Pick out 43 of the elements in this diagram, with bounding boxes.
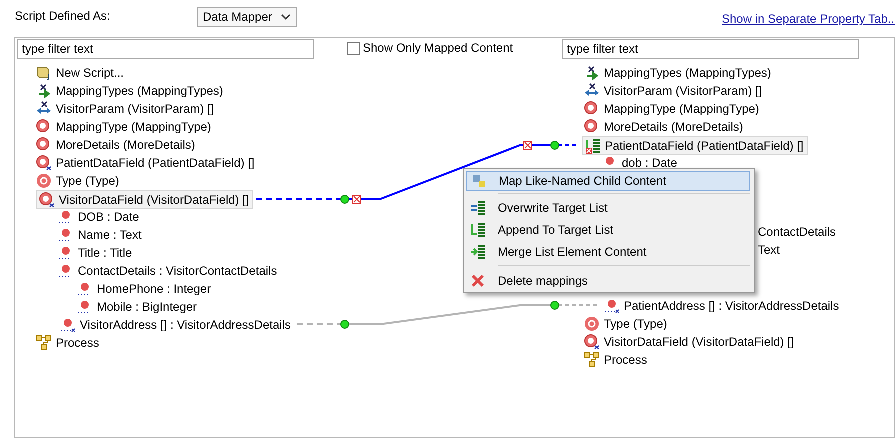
menu-item: Delete mappings [498,274,588,288]
mapping-line [256,144,578,200]
selected-tree-item [36,190,254,209]
tree-item-label: MappingTypes (MappingTypes) [56,84,224,98]
tree-item-label: MappingType (MappingType) [604,102,760,116]
tree-item-label: MappingTypes (MappingTypes) [604,66,772,80]
tree-item-label: ContactDetails [758,225,836,239]
link: Show in Separate Property Tab... [722,12,895,26]
menu-item: Map Like-Named Child Content [499,174,666,188]
tree-item-label: PatientDataField (PatientDataField) [] [56,156,255,170]
tree-item-label: Type (Type) [56,174,120,188]
selected-tree-item [582,136,808,155]
tree-item-label: MappingType (MappingType) [56,120,212,134]
dropdown: Data Mapper [197,7,298,27]
tree-item-label: VisitorDataField (VisitorDataField) [] [604,334,794,348]
tree-item-label: Type (Type) [604,316,668,330]
tree-item-label: MoreDetails (MoreDetails) [604,120,744,134]
filter-field: type filter text [17,39,314,59]
tree-item-label: VisitorParam (VisitorParam) [] [56,102,214,116]
tree-item-label: DOB : Date [78,210,140,224]
tree-item-label: Process [56,336,100,350]
tree-item-label: VisitorDataField (VisitorDataField) [] [59,192,250,206]
checkbox-label: Show Only Mapped Content [363,41,514,55]
tree-item-label: VisitorParam (VisitorParam) [] [604,84,762,98]
tree-item-label: Text [758,243,780,257]
menu-item: Append To Target List [498,223,614,237]
tree-item-label: HomePhone : Integer [97,282,212,296]
menu-item: Overwrite Target List [498,201,608,215]
tree-item-label: PatientDataField (PatientDataField) [] [605,138,804,152]
tree-item-label: dob : Date [622,156,678,170]
field-label: Script Defined As: [15,9,110,23]
mapping-line [296,304,598,326]
filter-field: type filter text [562,39,859,59]
tree-item-label: VisitorAddress [] : VisitorAddressDetails [80,318,291,332]
tree-item-label: Process [604,352,648,366]
tree-item-label: ContactDetails : VisitorContactDetails [78,264,278,278]
tree-item-label: PatientAddress [] : VisitorAddressDetails [624,298,840,312]
tree-item-label: MoreDetails (MoreDetails) [56,138,196,152]
tree-item-label: New Script... [56,66,124,80]
tree-item-label: Mobile : BigInteger [97,300,198,314]
tree-item-label: Name : Text [78,228,142,242]
menu-item: Merge List Element Content [498,245,647,259]
tree-item-label: Title : Title [78,246,132,260]
